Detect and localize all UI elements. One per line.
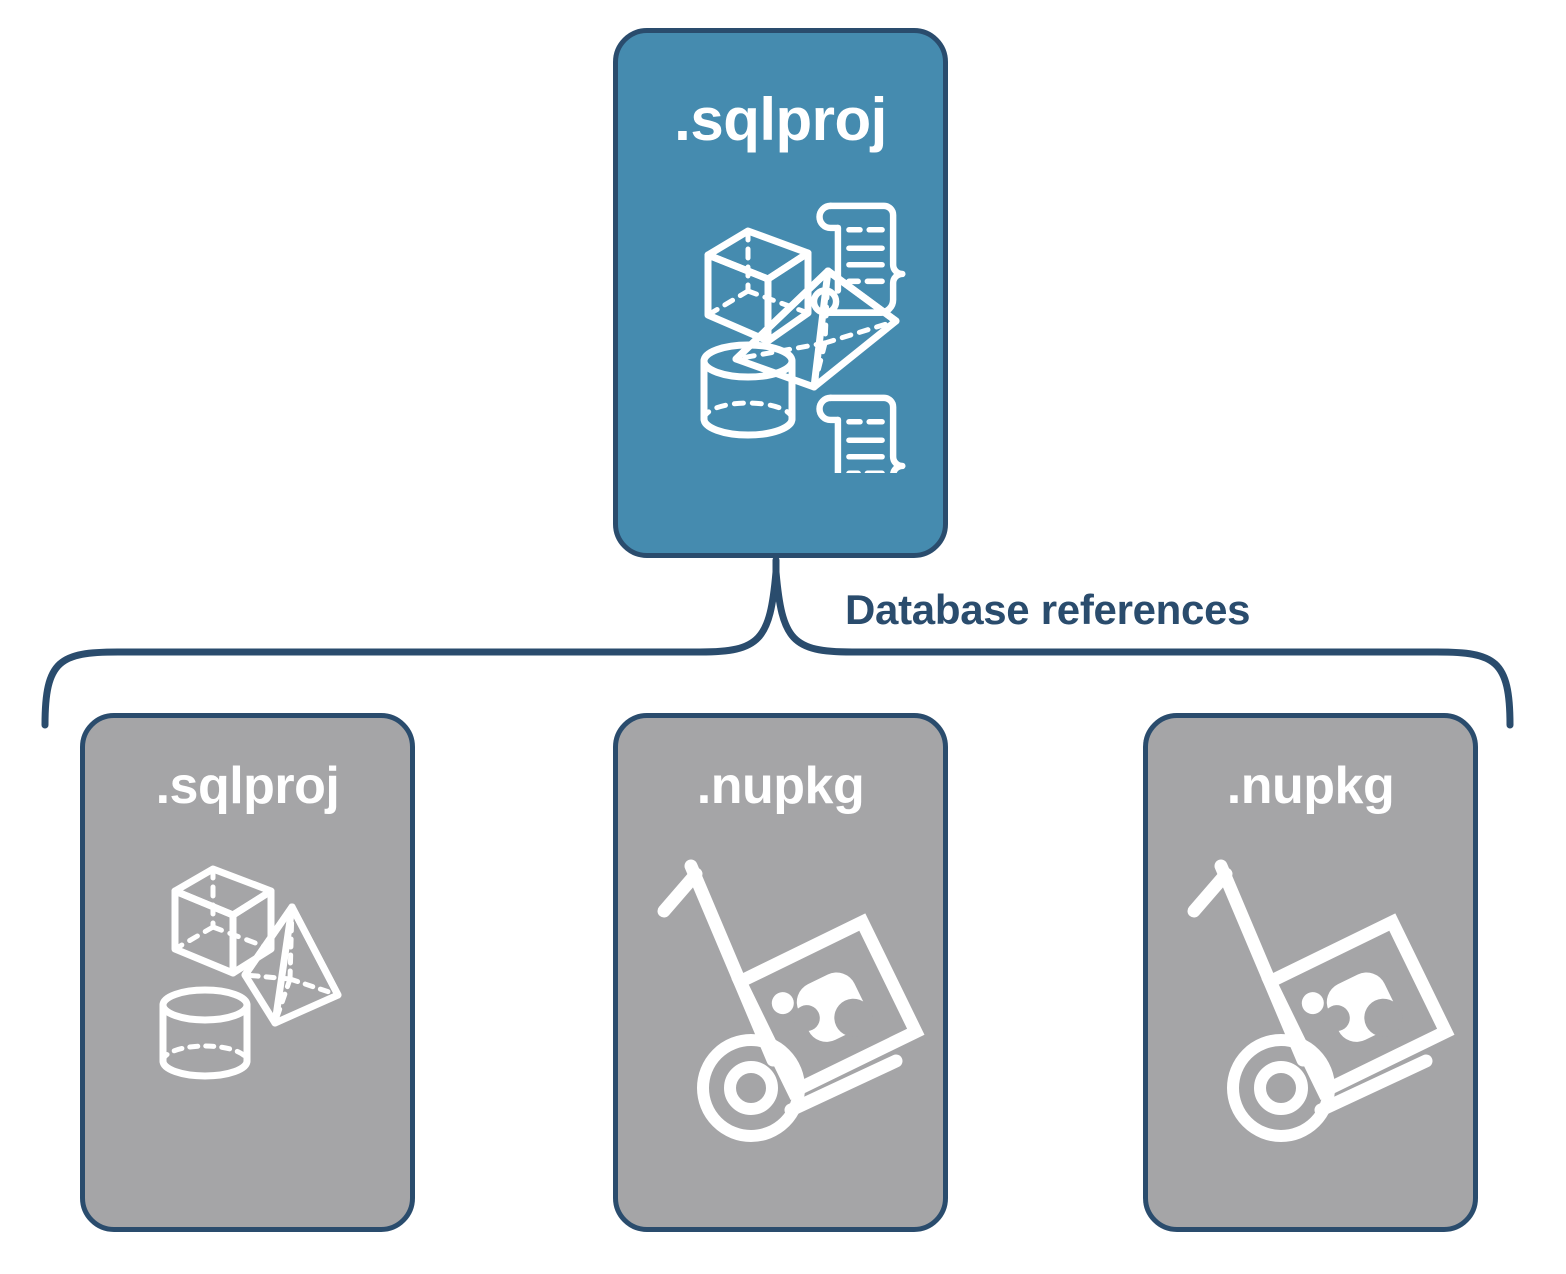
hand-truck-package-icon — [657, 859, 925, 1142]
wheel-outer — [1227, 1034, 1335, 1142]
database-references-label: Database references — [845, 586, 1251, 633]
scroll-icon — [816, 394, 906, 473]
wheel-hub — [1254, 1061, 1308, 1115]
node-root-sqlproj[interactable]: .sqlproj — [613, 28, 948, 558]
cube-icon — [704, 227, 812, 345]
node-ref-sqlproj[interactable]: .sqlproj — [80, 713, 415, 1232]
wheel-outer — [697, 1034, 805, 1142]
hand-truck-package-icon — [1187, 859, 1455, 1142]
node-ref-sqlproj-icons — [159, 865, 342, 1080]
node-ref-nupkg-2-label: .nupkg — [1226, 757, 1395, 815]
node-ref-nupkg-2-icons — [1187, 859, 1455, 1142]
package-box — [1261, 913, 1455, 1101]
node-ref-nupkg-1-icons — [657, 859, 925, 1142]
node-ref-nupkg-1[interactable]: .nupkg — [613, 713, 948, 1232]
node-ref-sqlproj-label: .sqlproj — [155, 757, 340, 815]
node-ref-nupkg-1-label: .nupkg — [696, 757, 865, 815]
cube-icon — [171, 865, 275, 977]
node-root-sqlproj-label: .sqlproj — [674, 86, 887, 153]
pyramid-icon — [732, 267, 900, 391]
cylinder-icon — [700, 341, 796, 439]
pyramid-icon — [241, 903, 342, 1027]
package-box — [731, 913, 925, 1101]
cylinder-icon — [159, 986, 251, 1080]
wheel-hub — [724, 1061, 778, 1115]
brace-path — [41, 568, 1514, 729]
node-ref-nupkg-2[interactable]: .nupkg — [1143, 713, 1478, 1232]
node-root-sqlproj-icons — [700, 202, 906, 473]
